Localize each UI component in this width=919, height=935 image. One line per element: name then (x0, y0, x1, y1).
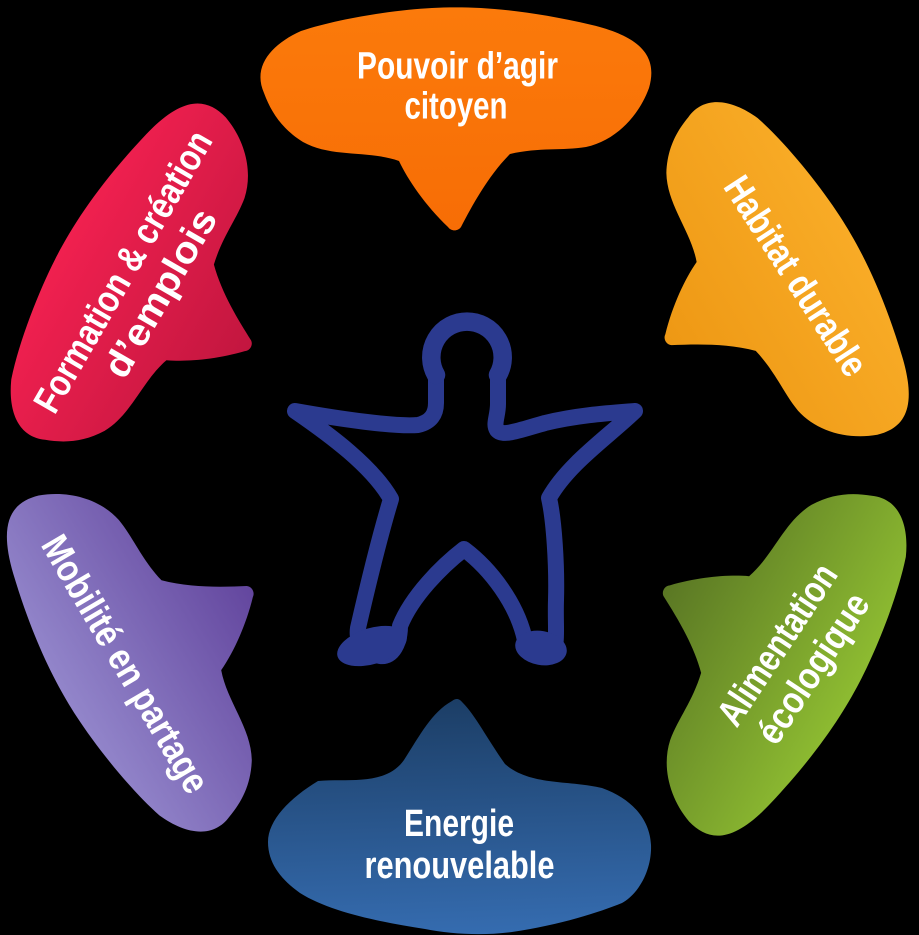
svg-text:Energie: Energie (404, 803, 514, 845)
svg-text:renouvelable: renouvelable (365, 845, 555, 887)
svg-text:Pouvoir d’agir: Pouvoir d’agir (357, 46, 558, 88)
svg-text:citoyen: citoyen (405, 86, 508, 128)
